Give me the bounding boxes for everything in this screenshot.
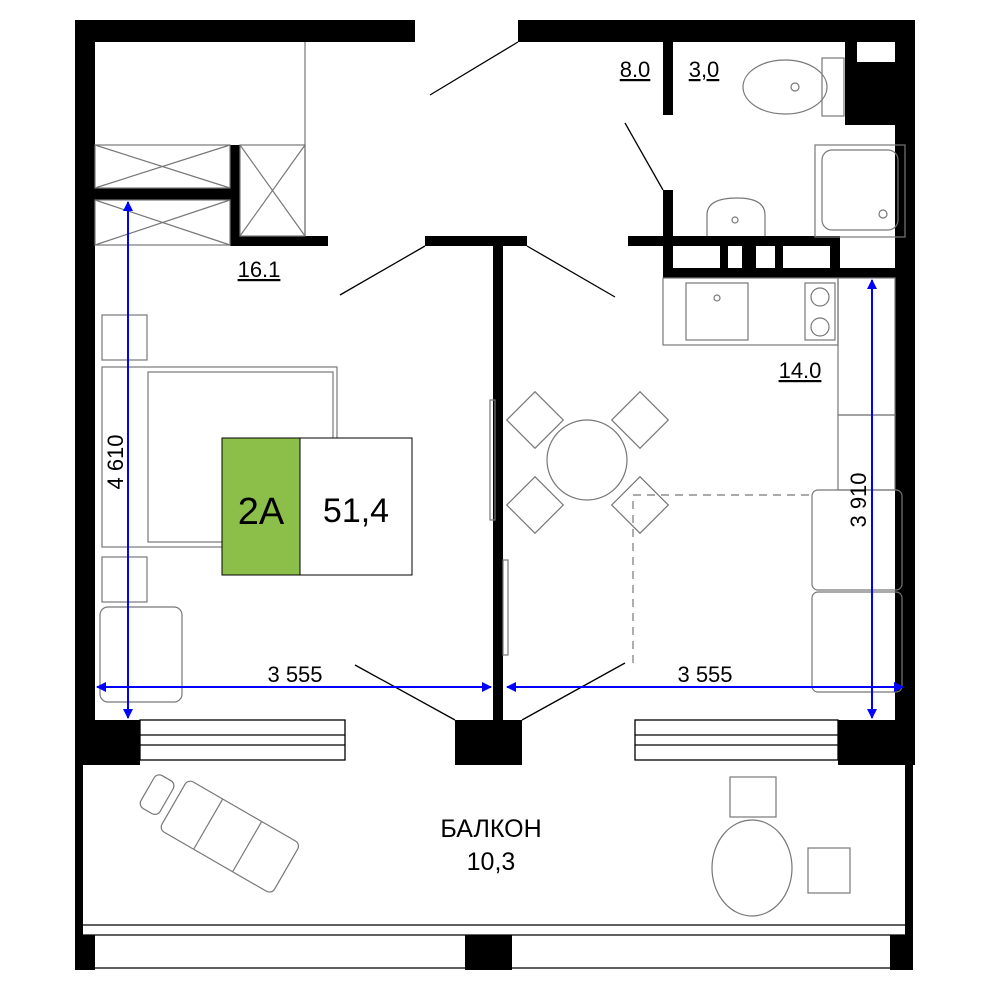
walls [75,20,915,970]
unit-total-area: 51,4 [323,492,389,530]
kitchen-living-area-label: 14.0 [779,358,822,383]
windows-and-doors [83,41,905,969]
unit-code-box [221,437,301,576]
balcony-label: БАЛКОН [440,815,541,843]
bedroom-area-label: 16.1 [238,257,281,282]
living-depth-label: 3 910 [846,472,871,527]
dimension-lines: 3 555 3 555 4 610 3 910 [96,201,904,719]
bathroom-area-label: 3,0 [689,57,720,82]
bedroom-depth-label: 4 610 [103,434,128,489]
balcony-area-label: 10,3 [467,848,516,876]
unit-badge: 2A 51,4 [221,437,413,576]
room-labels: 16.1 8.0 3,0 14.0 БАЛКОН 10,3 [238,57,822,876]
unit-area-box [299,437,413,576]
living-width-label: 3 555 [677,662,732,687]
bedroom-width-label: 3 555 [267,662,322,687]
furniture [94,42,906,917]
hall-area-label: 8.0 [620,57,651,82]
unit-code: 2A [238,491,285,533]
